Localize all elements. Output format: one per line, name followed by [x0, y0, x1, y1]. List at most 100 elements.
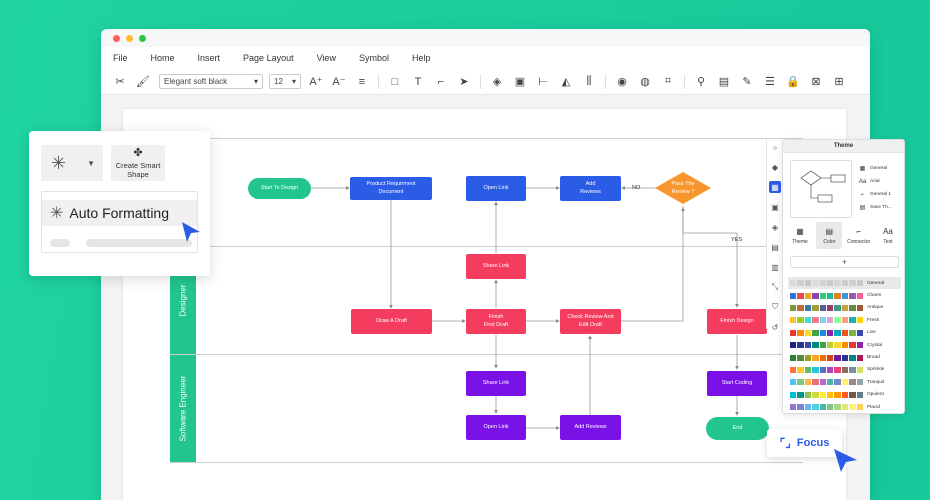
- decrease-font-icon[interactable]: A⁻: [332, 76, 346, 88]
- color-swatch: [790, 317, 797, 324]
- node-check-review[interactable]: Check Review And Edit Draft: [560, 309, 621, 334]
- menu-view[interactable]: View: [316, 53, 336, 63]
- theme-row[interactable]: Placid: [788, 401, 901, 413]
- node-share-link-bottom[interactable]: Share Link: [466, 371, 526, 396]
- pointer-icon[interactable]: ➤: [459, 76, 469, 88]
- placeholder-bar: [86, 239, 192, 247]
- theme-swatches: [790, 366, 864, 373]
- theme-row[interactable]: Broad: [788, 351, 901, 363]
- theme-option-general[interactable]: ▦General: [859, 162, 892, 175]
- side-icon-strip: » ◆ ▦ ▣ ◈ ▤ ▥ ⤡ ⛉ ↺: [766, 139, 783, 332]
- auto-format-dropdown[interactable]: ✳ ▼: [41, 145, 103, 181]
- focus-button[interactable]: ⌜⌟ Focus: [767, 429, 842, 457]
- color-swatch: [841, 292, 849, 299]
- node-open-link-bottom[interactable]: Open Link: [466, 415, 526, 440]
- theme-option-save[interactable]: ▤Save Th...: [859, 201, 892, 214]
- node-start-coding[interactable]: Start Coding: [707, 371, 767, 396]
- collapse-icon[interactable]: »: [772, 142, 778, 152]
- color-swatch: [856, 317, 864, 324]
- format-painter-icon[interactable]: 🖌: [136, 76, 150, 88]
- theme-row[interactable]: Sprinkle: [788, 364, 901, 376]
- auto-formatting-button[interactable]: ✳ Auto Formatting: [42, 200, 197, 226]
- theme-option-general-1[interactable]: ⌐General 1: [859, 188, 892, 201]
- lane-header-engineer[interactable]: Software Engineer: [170, 355, 196, 462]
- menu-page-layout[interactable]: Page Layout: [243, 53, 294, 63]
- menu-help[interactable]: Help: [411, 53, 431, 63]
- font-family-select[interactable]: Elegant soft black▾: [159, 74, 263, 89]
- tab-theme[interactable]: ▦Theme: [787, 222, 813, 249]
- line-style-icon[interactable]: ☰: [765, 76, 775, 88]
- crop-icon[interactable]: ⌗: [664, 75, 672, 87]
- data-icon[interactable]: ▥: [771, 262, 779, 272]
- menu-home[interactable]: Home: [150, 53, 175, 63]
- menu-insert[interactable]: Insert: [197, 53, 221, 63]
- node-finish-design[interactable]: Finish Design: [707, 309, 767, 334]
- shield-icon[interactable]: ⛉: [772, 302, 778, 311]
- theme-row[interactable]: Antique: [788, 302, 901, 314]
- flip-icon[interactable]: ◭: [561, 76, 571, 88]
- theme-row[interactable]: Crystal: [788, 339, 901, 351]
- cut-icon[interactable]: ✂: [115, 76, 125, 88]
- create-smart-shape-button[interactable]: ✤ Create Smart Shape: [111, 145, 165, 181]
- menu-file[interactable]: File: [113, 53, 128, 63]
- group-icon[interactable]: ▣: [514, 76, 526, 88]
- history-icon[interactable]: ↺: [771, 322, 779, 332]
- theme-row[interactable]: Live: [788, 327, 901, 339]
- image-icon[interactable]: ▣: [771, 202, 779, 212]
- color-swatch: [827, 329, 834, 336]
- theme-icon[interactable]: ▦: [769, 181, 781, 193]
- fill-color-icon[interactable]: ◉: [617, 76, 627, 88]
- align-left-icon[interactable]: ⊢: [538, 76, 548, 88]
- color-swatch: [812, 379, 819, 386]
- node-finish-first-draft[interactable]: Finish First Draft: [466, 309, 526, 334]
- menu-symbol[interactable]: Symbol: [358, 53, 389, 63]
- font-size-select[interactable]: 12▾: [269, 74, 301, 89]
- search-icon[interactable]: ⚲: [696, 76, 706, 88]
- fill-icon[interactable]: ◆: [771, 162, 779, 172]
- node-end[interactable]: End: [706, 417, 769, 440]
- theme-row[interactable]: General: [788, 277, 901, 290]
- rectangle-icon[interactable]: □: [391, 75, 399, 88]
- distribute-icon[interactable]: ⫼: [586, 75, 592, 87]
- page-icon[interactable]: ▤: [771, 242, 779, 252]
- tab-connector[interactable]: ⌐Connector: [846, 222, 872, 249]
- lane-border: [170, 354, 803, 355]
- maximize-window-button[interactable]: [139, 34, 146, 42]
- theme-row[interactable]: Tranquil: [788, 376, 901, 388]
- more-icon[interactable]: ⊞: [834, 76, 844, 88]
- close-window-button[interactable]: [113, 34, 120, 42]
- node-add-reviews-top[interactable]: Add Reviews: [560, 176, 621, 201]
- theme-row[interactable]: Fresh: [788, 314, 901, 326]
- node-draw-draft[interactable]: Draw A Draft: [351, 309, 432, 334]
- node-product-requirement[interactable]: Product Requirment Document: [350, 177, 432, 200]
- line-color-icon[interactable]: ✎: [742, 76, 752, 88]
- find-replace-icon[interactable]: ▤: [718, 76, 730, 88]
- minimize-window-button[interactable]: [126, 34, 133, 42]
- node-share-link-top[interactable]: Share Link: [466, 254, 526, 279]
- lane-label: Designer: [178, 283, 188, 317]
- lock-icon[interactable]: 🔒: [786, 76, 800, 88]
- theme-row[interactable]: Charm: [788, 289, 901, 301]
- theme-row[interactable]: Opulent: [788, 389, 901, 401]
- node-start[interactable]: Start To Design: [248, 178, 311, 199]
- add-theme-button[interactable]: +: [790, 256, 899, 268]
- increase-font-icon[interactable]: A⁺: [309, 76, 323, 88]
- color-swatch: [834, 391, 841, 398]
- color-swatch: [856, 366, 864, 373]
- layers-icon[interactable]: ◈: [771, 222, 779, 232]
- connector-icon[interactable]: ⌐: [437, 75, 445, 88]
- font-family-value: Elegant soft black: [164, 77, 228, 86]
- theme-row-label: Fresh: [867, 317, 880, 323]
- resize-icon[interactable]: ⤡: [771, 282, 779, 291]
- shape-style-icon[interactable]: ◍: [640, 76, 650, 88]
- text-icon[interactable]: T: [414, 75, 422, 88]
- node-pass-review[interactable]: Pass The Review ?: [671, 181, 695, 195]
- close-box-icon[interactable]: ⊠: [811, 76, 821, 88]
- tab-color[interactable]: ▤Color: [816, 222, 843, 249]
- node-open-link-top[interactable]: Open Link: [466, 176, 526, 201]
- align-icon[interactable]: ≡: [358, 75, 366, 88]
- layers-icon[interactable]: ◈: [492, 76, 502, 88]
- node-add-reviews-bottom[interactable]: Add Reviews: [560, 415, 621, 440]
